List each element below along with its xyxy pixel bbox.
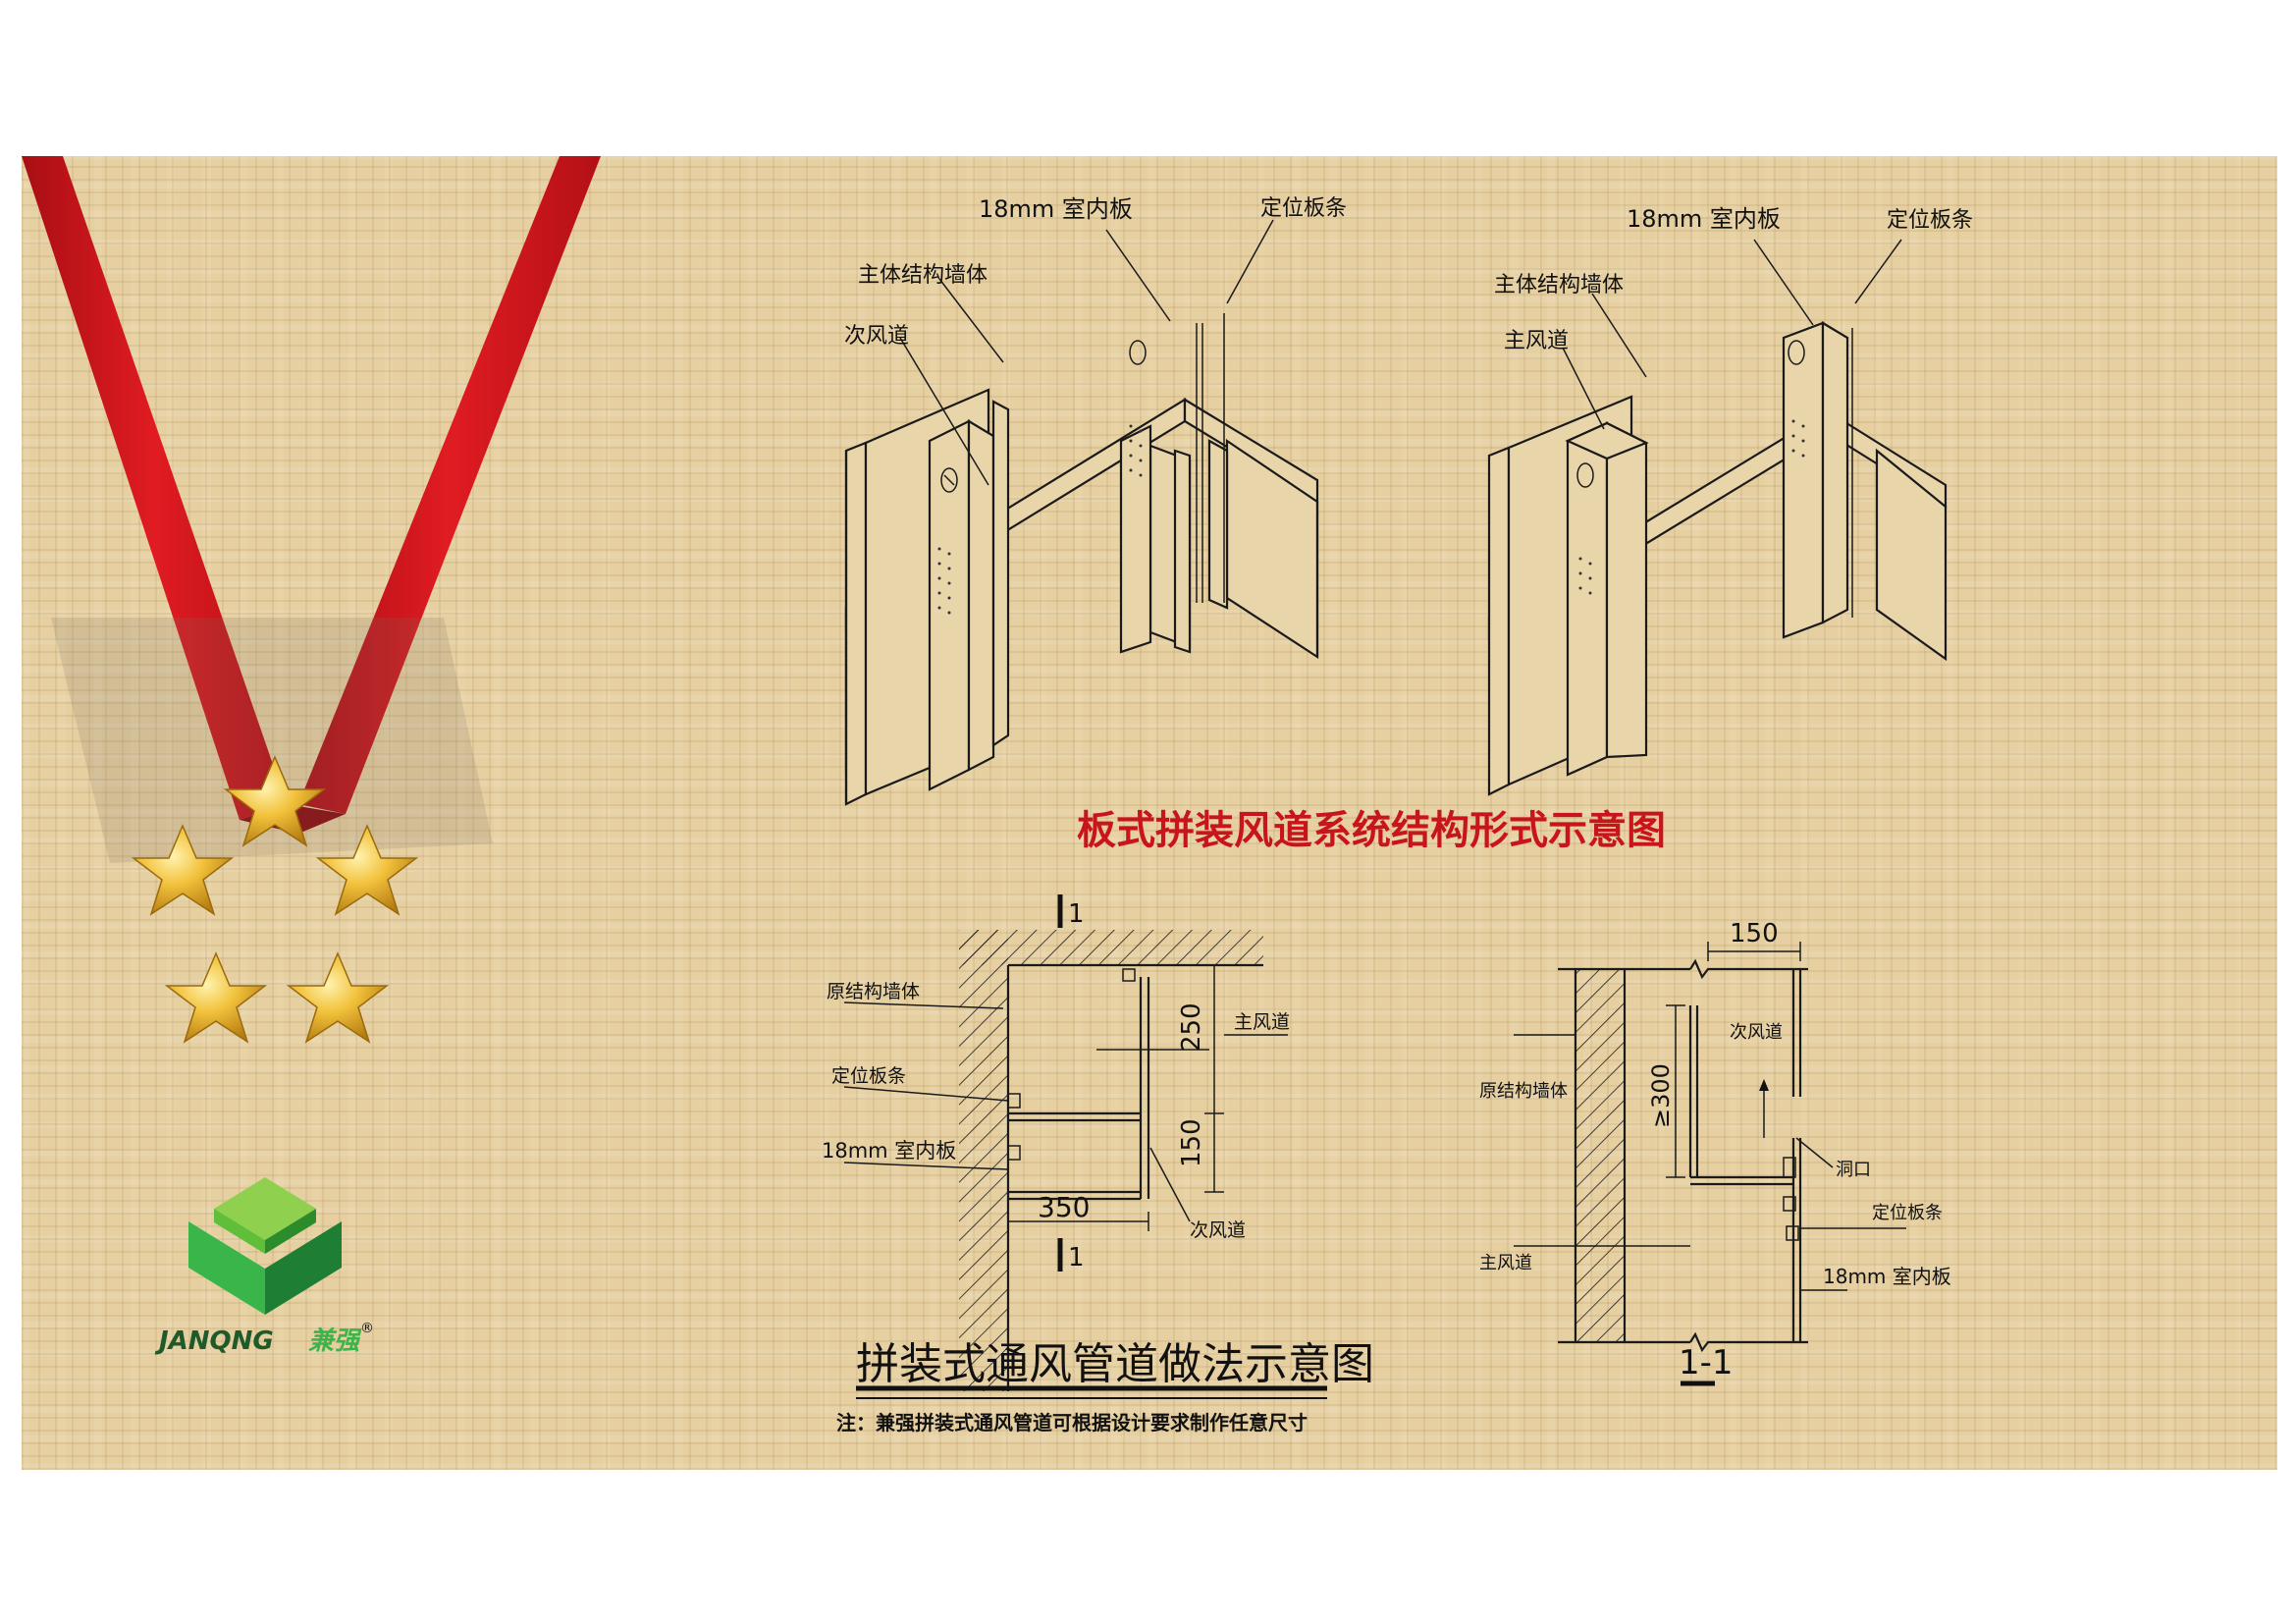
plan-section-title: 拼装式通风管道做法示意图 bbox=[856, 1339, 1374, 1389]
brand-registered-mark: ® bbox=[360, 1321, 374, 1336]
left-label-wall: 主体结构墙体 bbox=[858, 263, 988, 288]
iso-drawing-right bbox=[1487, 239, 1948, 796]
plan-section-mark-bottom: 1 bbox=[1068, 1243, 1085, 1272]
plan-label-strip: 定位板条 bbox=[831, 1065, 906, 1087]
elev-section-title: 1-1 bbox=[1679, 1343, 1734, 1382]
elev-label-opening: 洞口 bbox=[1836, 1160, 1871, 1180]
right-label-duct: 主风道 bbox=[1504, 329, 1569, 353]
brand-logo-icon bbox=[188, 1177, 342, 1315]
elev-label-wall: 原结构墙体 bbox=[1479, 1081, 1568, 1102]
plan-dim-250: 250 bbox=[1177, 1002, 1206, 1052]
plan-section-drawing bbox=[843, 894, 1327, 1399]
right-label-strip: 定位板条 bbox=[1887, 208, 1973, 233]
plan-dim-150: 150 bbox=[1177, 1118, 1206, 1167]
elev-label-main-duct: 主风道 bbox=[1479, 1253, 1532, 1273]
plan-dim-350: 350 bbox=[1038, 1191, 1090, 1223]
left-label-board: 18mm 室内板 bbox=[979, 195, 1133, 223]
drawing-canvas: JANQNG 兼强 ® bbox=[22, 156, 1973, 1435]
elev-dim-300: ≥300 bbox=[1647, 1063, 1675, 1128]
ribbon-decoration bbox=[22, 156, 601, 863]
background-panel: JANQNG 兼强 ® bbox=[22, 156, 2277, 1470]
plan-section-note: 注：兼强拼装式通风管道可根据设计要求制作任意尺寸 bbox=[836, 1411, 1308, 1435]
right-label-board: 18mm 室内板 bbox=[1627, 205, 1781, 233]
star-medal-icon bbox=[131, 755, 419, 1044]
plan-label-wall: 原结构墙体 bbox=[827, 981, 920, 1002]
diagram-title-red: 板式拼装风道系统结构形式示意图 bbox=[1077, 808, 1666, 853]
elev-label-sub-duct: 次风道 bbox=[1730, 1022, 1783, 1043]
left-label-strip: 定位板条 bbox=[1260, 196, 1347, 221]
plan-label-main-duct: 主风道 bbox=[1234, 1011, 1290, 1033]
right-label-wall: 主体结构墙体 bbox=[1494, 273, 1624, 298]
elev-label-board: 18mm 室内板 bbox=[1823, 1265, 1951, 1288]
brand-name-cn: 兼强 bbox=[308, 1326, 362, 1356]
plan-label-sub-duct: 次风道 bbox=[1190, 1219, 1246, 1241]
brand-name-en: JANQNG bbox=[154, 1326, 274, 1356]
plan-section-mark-top: 1 bbox=[1068, 899, 1085, 929]
elevation-section-drawing bbox=[1514, 942, 1906, 1386]
elev-dim-150: 150 bbox=[1730, 919, 1779, 948]
left-label-duct: 次风道 bbox=[844, 324, 909, 349]
elev-label-strip: 定位板条 bbox=[1872, 1203, 1943, 1223]
plan-label-board: 18mm 室内板 bbox=[822, 1139, 956, 1163]
iso-drawing-left bbox=[844, 219, 1319, 806]
